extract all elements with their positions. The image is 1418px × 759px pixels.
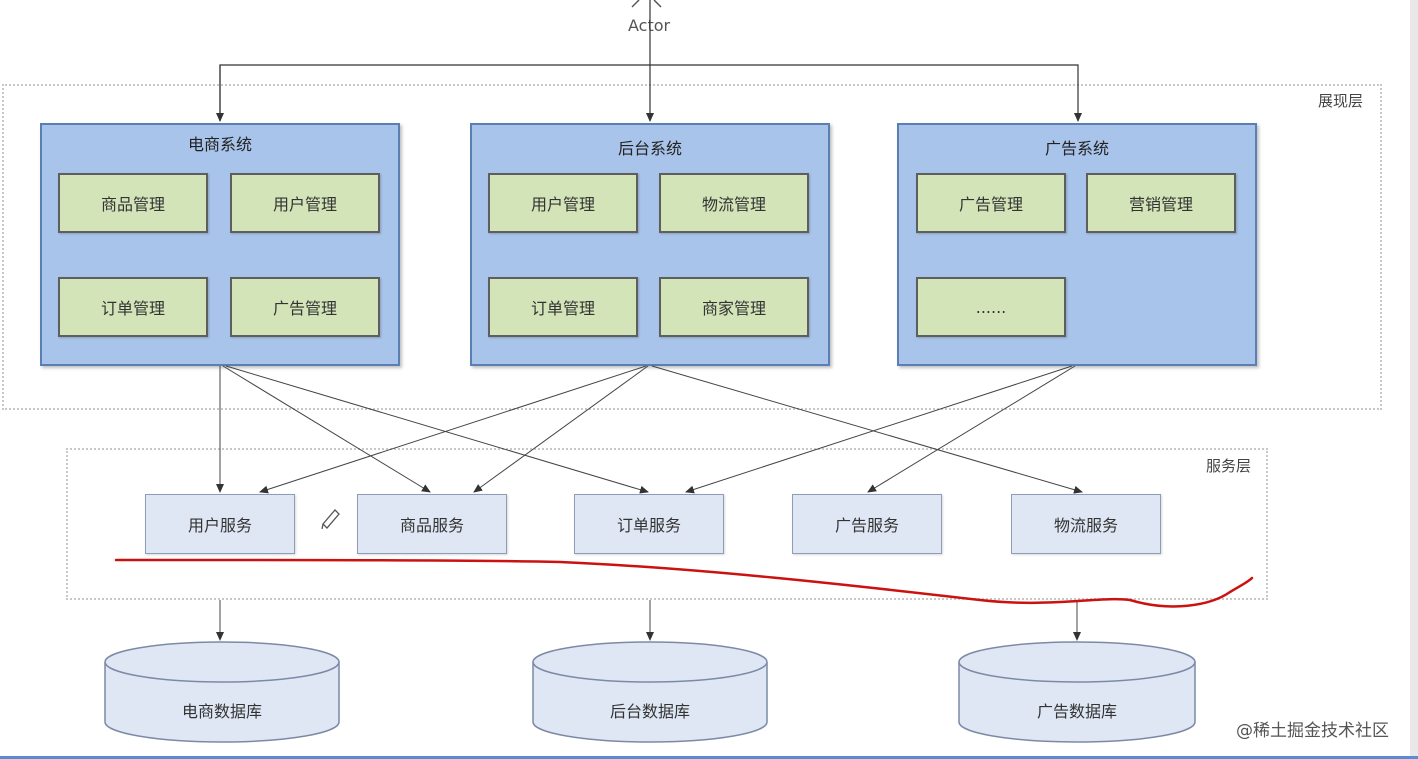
module-logistics-management[interactable]: 物流管理 — [659, 173, 809, 233]
actor-icon — [631, 0, 662, 8]
service-logistics[interactable]: 物流服务 — [1011, 494, 1161, 554]
db-advertising — [958, 641, 1196, 743]
system-title: 广告系统 — [1044, 139, 1109, 158]
service-product[interactable]: 商品服务 — [357, 494, 507, 554]
module-ad-management[interactable]: 广告管理 — [916, 173, 1066, 233]
system-advertising[interactable]: 广告系统 广告管理 营销管理 ...... — [897, 123, 1257, 366]
db-label-ecommerce: 电商数据库 — [181, 702, 262, 721]
system-title: 电商系统 — [187, 135, 252, 154]
service-order[interactable]: 订单服务 — [574, 494, 724, 554]
service-user[interactable]: 用户服务 — [145, 494, 295, 554]
module-product-management[interactable]: 商品管理 — [58, 173, 208, 233]
service-layer-label: 服务层 — [1206, 457, 1252, 475]
module-user-management[interactable]: 用户管理 — [488, 173, 638, 233]
module-ad-management[interactable]: 广告管理 — [230, 277, 380, 337]
db-ecommerce — [104, 641, 340, 743]
presentation-layer-label: 展现层 — [1318, 92, 1364, 110]
module-user-management[interactable]: 用户管理 — [230, 173, 380, 233]
window-bottom-bar — [0, 756, 1418, 759]
system-backend[interactable]: 后台系统 用户管理 物流管理 订单管理 商家管理 — [470, 123, 830, 366]
watermark: @稀土掘金技术社区 — [1236, 721, 1389, 741]
module-more[interactable]: ...... — [916, 277, 1066, 337]
module-order-management[interactable]: 订单管理 — [488, 277, 638, 337]
module-merchant-management[interactable]: 商家管理 — [659, 277, 809, 337]
window-edge — [1410, 0, 1418, 759]
db-label-backend: 后台数据库 — [609, 702, 690, 721]
module-marketing-management[interactable]: 营销管理 — [1086, 173, 1236, 233]
db-label-advertising: 广告数据库 — [1036, 702, 1117, 721]
system-ecommerce[interactable]: 电商系统 商品管理 用户管理 订单管理 广告管理 — [40, 123, 400, 366]
module-order-management[interactable]: 订单管理 — [58, 277, 208, 337]
system-title: 后台系统 — [617, 139, 682, 158]
actor-label: Actor — [628, 16, 671, 35]
service-ad[interactable]: 广告服务 — [792, 494, 942, 554]
db-backend — [532, 641, 768, 743]
